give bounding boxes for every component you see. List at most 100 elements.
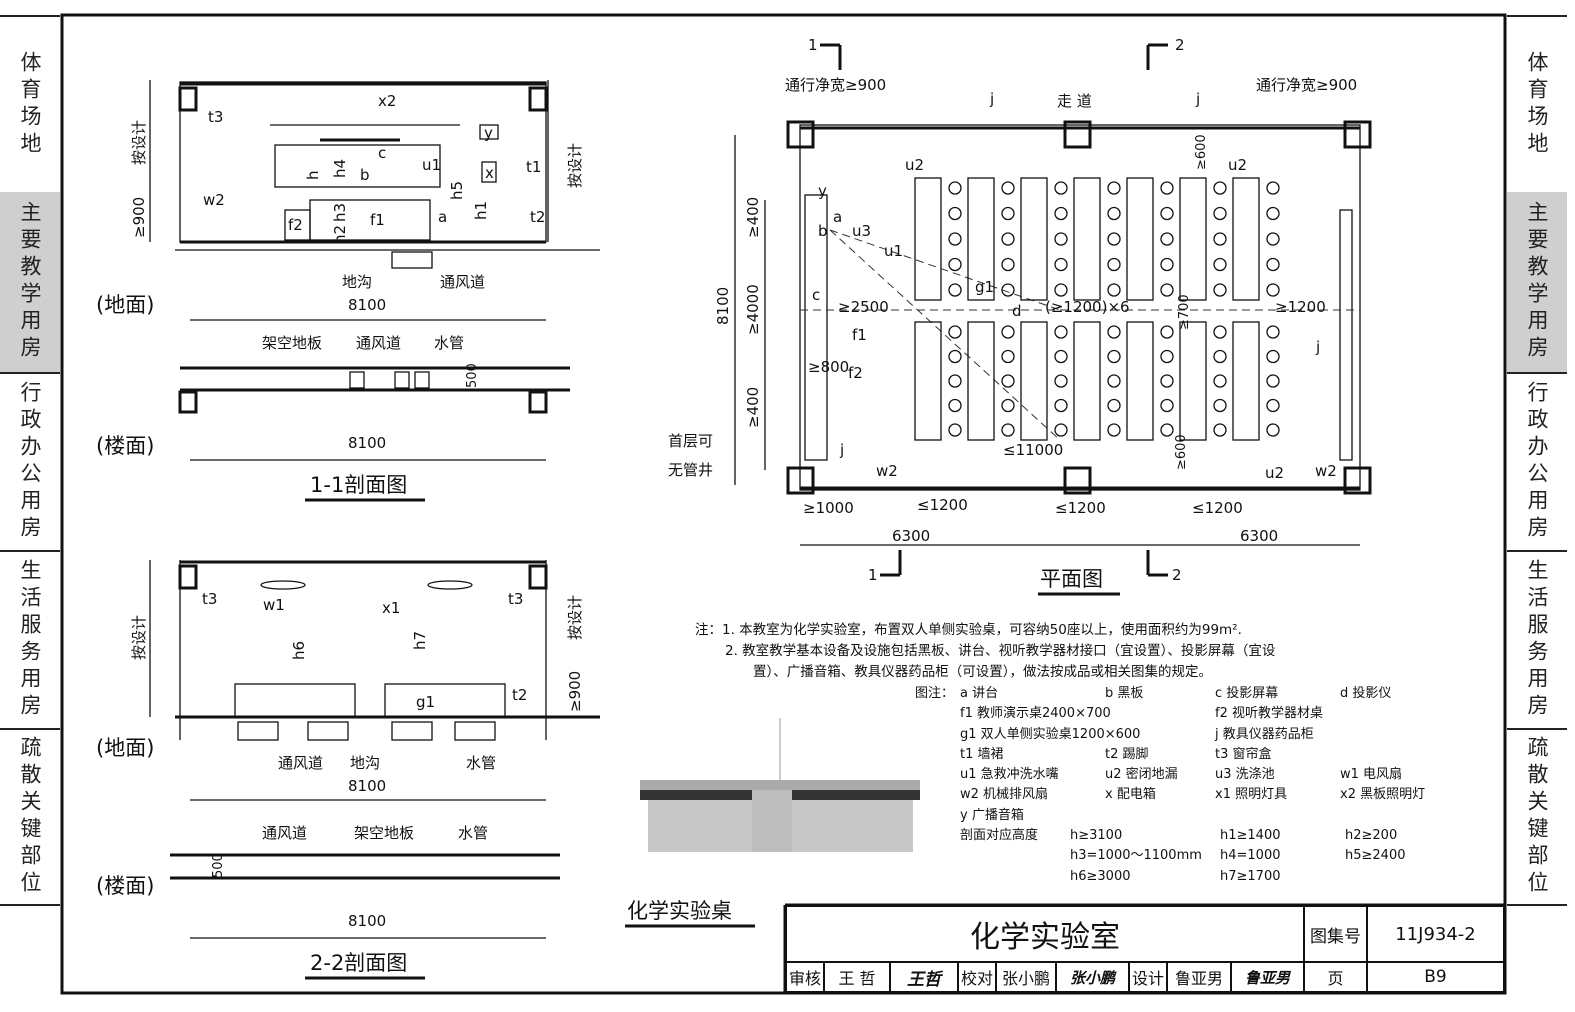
dim-400: ≥400 [744, 387, 762, 428]
floor-label: (楼面) [96, 434, 154, 458]
dim-800: ≥800 [808, 358, 849, 376]
plan-title: 平面图 [1040, 567, 1103, 591]
signature: 王哲 [907, 969, 941, 990]
label-water-pipe: 水管 [466, 754, 496, 772]
lab-desk [1020, 177, 1048, 301]
legend-item: j 教具仪器药品柜 [1215, 726, 1314, 742]
stool [948, 423, 962, 437]
stool [1001, 206, 1015, 221]
dim-6300: 6300 [892, 527, 930, 545]
label-j: j [1315, 338, 1320, 356]
label-u2: u2 [1265, 464, 1284, 482]
dim-600: ≥600 [1194, 134, 1209, 170]
stool [1107, 398, 1121, 413]
label-u1: u1 [422, 156, 441, 174]
height-item: h3=1000～1100mm [1070, 848, 1202, 864]
page-number: B9 [1366, 961, 1505, 993]
lab-desk [914, 177, 942, 301]
label-f2: f2 [288, 216, 303, 234]
stool [1054, 232, 1068, 246]
stool [1213, 181, 1227, 195]
tab-label: 主要教学用房 [1525, 201, 1549, 363]
lab-desk [1232, 177, 1260, 301]
section-2-2-title: 2-2剖面图 [310, 951, 407, 975]
reviewer-signature: 王哲 [889, 961, 959, 993]
side-tab-admin-right[interactable]: 行政办公用房 [1507, 374, 1567, 552]
side-tab-teaching-right[interactable]: 主要教学用房 [1507, 192, 1567, 374]
design-label: 设计 [1128, 961, 1168, 993]
stool [1054, 423, 1068, 437]
stool [1054, 181, 1068, 195]
label-w2: w2 [876, 462, 898, 480]
legend-item: a 讲台 [960, 686, 999, 701]
stool [1001, 423, 1015, 437]
label-a: a [833, 208, 842, 226]
side-tab-evacuation-right[interactable]: 疏散关键部位 [1507, 730, 1567, 906]
atlas-number-text: 11J934-2 [1395, 923, 1476, 945]
atlas-number: 11J934-2 [1366, 905, 1505, 963]
design-label-text: 设计 [1131, 969, 1164, 988]
height-item: h2≥200 [1345, 828, 1398, 844]
lab-desk [967, 177, 995, 301]
stool [948, 283, 962, 297]
label-d: d [1012, 302, 1022, 320]
section-mark-2: 2 [1175, 36, 1185, 54]
stool [1054, 325, 1068, 339]
side-tab-admin[interactable]: 行政办公用房 [0, 374, 60, 552]
stool [1213, 349, 1227, 364]
dim-11000: ≤11000 [1003, 441, 1063, 459]
reviewer-text: 王 哲 [838, 969, 876, 988]
side-tab-service-right[interactable]: 生活服务用房 [1507, 552, 1567, 730]
stool [1107, 257, 1121, 272]
signature: 鲁亚男 [1244, 968, 1290, 987]
stool [1107, 423, 1121, 437]
stool [1160, 325, 1174, 339]
dim-8100: 8100 [348, 777, 386, 795]
review-label: 审核 [785, 961, 825, 993]
dim-8100: 8100 [714, 287, 732, 325]
stool [1107, 232, 1121, 246]
legend-item: g1 双人单侧实验桌1200×600 [960, 726, 1141, 742]
label-c: c [378, 144, 386, 162]
stool [1054, 374, 1068, 388]
side-tab-evacuation[interactable]: 疏散关键部位 [0, 730, 60, 906]
atlas-label-text: 图集号 [1310, 926, 1361, 947]
label-by-design: 按设计 [566, 143, 584, 188]
page-label: 页 [1303, 961, 1368, 993]
label-y: y [818, 182, 827, 200]
label-first-floor: 首层可 [668, 432, 713, 450]
signature: 张小鹏 [1069, 968, 1115, 987]
label-trench: 地沟 [342, 273, 372, 291]
tab-label: 体育场地 [1525, 50, 1549, 159]
label-t3: t3 [202, 590, 217, 608]
drawing-title: 化学实验室 [785, 905, 1305, 963]
legend-item: t1 墙裙 [960, 746, 1004, 762]
stool [1001, 181, 1015, 195]
section-1-1-title: 1-1剖面图 [310, 473, 407, 497]
plan-drawing: 1 2 通行净宽≥900 走 道 通行净宽≥900 j j u2 u2 ≥600… [668, 36, 1372, 596]
dim-1200: ≥1200 [1275, 298, 1326, 316]
section-2-2-drawing: t3 w1 x1 t3 按设计 按设计 h6 h7 g1 t2 ≥900 (地面… [96, 560, 600, 980]
label-g1: g1 [416, 693, 435, 711]
label-by-design: 按设计 [566, 595, 584, 640]
stool [1266, 283, 1280, 297]
stool [1160, 257, 1174, 272]
stool [1213, 398, 1227, 413]
side-tab-teaching[interactable]: 主要教学用房 [0, 192, 60, 374]
label-f1: f1 [852, 326, 867, 344]
label-u1: u1 [884, 242, 903, 260]
stool [948, 374, 962, 388]
ground-label: (地面) [96, 736, 154, 760]
legend-item: c 投影屏幕 [1215, 686, 1279, 701]
label-g1: g1 [975, 278, 994, 296]
dim-400: ≥400 [744, 197, 762, 238]
dim-1200: ≤1200 [917, 496, 968, 514]
stool [1107, 181, 1121, 195]
label-w2: w2 [203, 191, 225, 209]
lab-desk [1232, 321, 1260, 441]
label-b: b [818, 222, 828, 240]
floor-label: (楼面) [96, 874, 154, 898]
tab-label: 主要教学用房 [18, 201, 42, 363]
review-label-text: 审核 [788, 969, 821, 988]
side-tab-service[interactable]: 生活服务用房 [0, 552, 60, 730]
